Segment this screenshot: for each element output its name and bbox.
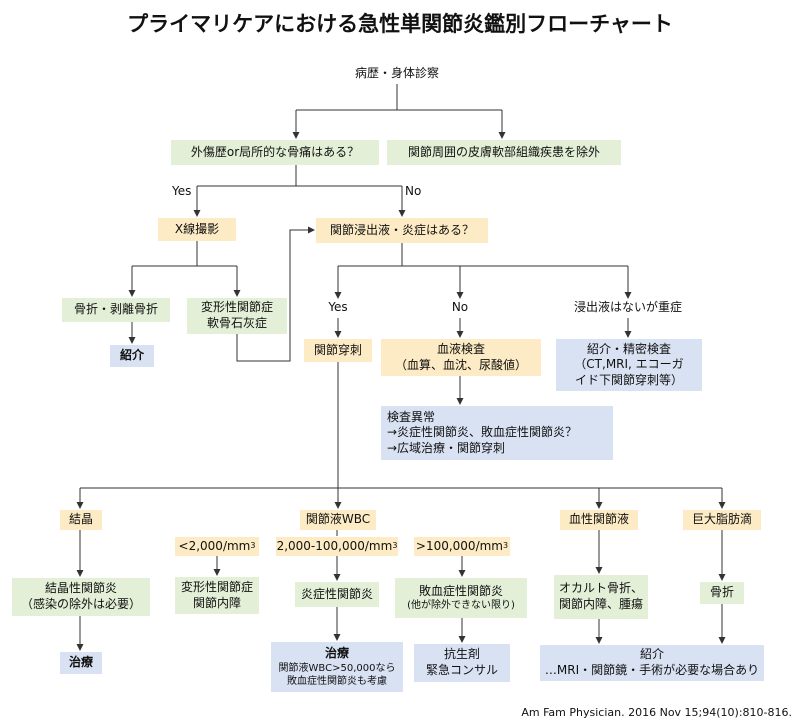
tx-inflam-line-1: 治療	[324, 646, 349, 661]
crystal-node: 結晶	[60, 510, 102, 530]
refer-detail-line-2: （CT,MRI, エコーガ	[574, 357, 684, 372]
refer-final-line-2: …MRI・関節鏡・手術が必要な場合あり	[544, 663, 760, 677]
wbc-high-text: >100,000/mm	[415, 538, 503, 553]
xray-node: X線撮影	[158, 218, 236, 241]
exclude-skin-node: 関節周囲の皮膚軟部組織疾患を除外	[387, 140, 621, 165]
yes-label-1: Yes	[172, 184, 192, 198]
antibiotic-node: 抗生剤 緊急コンサル	[414, 644, 510, 682]
oa-int-line-1: 変形性関節症	[180, 579, 253, 594]
abnormal-line-1: 検査異常	[387, 409, 436, 424]
crystal-treatment-node: 治療	[60, 652, 102, 674]
page-title: プライマリケアにおける急性単関節炎鑑別フローチャート	[127, 12, 673, 36]
septic-line-2: (他が除外できない限り)	[407, 600, 515, 612]
crystal-dx-line-2: （感染の除外は必要）	[20, 597, 141, 611]
blood-test-node: 血液検査 （血算、血沈、尿酸値）	[381, 339, 541, 376]
oa-int-line-2: 関節内障	[192, 595, 241, 610]
refer-detail-line-3: イド下関節穿刺等）	[574, 372, 683, 387]
occult-line-1: オカルト骨折、	[558, 581, 643, 596]
fracture-node: 骨折・剥離骨折	[62, 298, 170, 322]
fat-fracture-node: 骨折	[700, 582, 744, 604]
crystal-arthritis-node: 結晶性関節炎 （感染の除外は必要）	[12, 578, 150, 616]
refer-final-line-1: 紹介	[639, 647, 664, 662]
wbc-mid-text: 2,000-100,000/mm	[276, 538, 393, 553]
no-label-1: No	[405, 184, 422, 198]
no-label-2: No	[451, 300, 469, 315]
trauma-question-node: 外傷歴or局所的な骨痛はある？	[171, 140, 379, 165]
blood-line-1: 血液検査	[436, 341, 485, 356]
tx-inflam-line-2: 関節液WBC>50,000なら	[278, 662, 396, 674]
oa-internal-node: 変形性関節症 関節内障	[175, 577, 259, 614]
refer-detail-line-1: 紹介・精密検査	[586, 341, 671, 356]
blood-line-2: （血算、血沈、尿酸値）	[394, 357, 527, 372]
wbc-low-text: <2,000/mm	[178, 538, 251, 553]
septic-line-1: 敗血症性関節炎	[418, 583, 503, 598]
aspiration-node: 関節穿刺	[304, 339, 372, 362]
abnormal-line-2: →炎症性関節炎、敗血症性関節炎？	[387, 425, 578, 440]
wbc-node: 関節液WBC	[300, 510, 376, 530]
final-refer-node: 紹介 …MRI・関節鏡・手術が必要な場合あり	[540, 645, 764, 681]
hemarthrosis-node: 血性関節液	[560, 510, 638, 530]
inflammatory-arthritis-node: 炎症性関節炎	[295, 582, 379, 607]
refer-node-1: 紹介	[110, 345, 154, 367]
refer-detail-node: 紹介・精密検査 （CT,MRI, エコーガ イド下関節穿刺等）	[556, 339, 702, 391]
antibiotic-line-1: 抗生剤	[443, 647, 480, 662]
wbc-high-exp: 3	[503, 541, 509, 551]
wbc-low-exp: 3	[250, 541, 256, 551]
oa-line-1: 変形性関節症	[200, 300, 273, 315]
oa-chondrocalcinosis-node: 変形性関節症 軟骨石灰症	[187, 298, 287, 334]
septic-arthritis-node: 敗血症性関節炎 (他が除外できない限り)	[395, 578, 527, 618]
start-node: 病歴・身体診察	[354, 66, 439, 81]
wbc-mid-exp: 3	[392, 541, 398, 551]
tx-inflam-line-3: 敗血症性関節炎も考慮	[287, 675, 387, 687]
inflammatory-treatment-node: 治療 関節液WBC>50,000なら 敗血症性関節炎も考慮	[271, 642, 403, 692]
occult-line-2: 関節内障、腫瘍	[558, 597, 643, 611]
citation: Am Fam Physician. 2016 Nov 15;94(10):810…	[521, 706, 792, 719]
occult-fracture-node: オカルト骨折、 関節内障、腫瘍	[554, 575, 648, 619]
crystal-dx-line-1: 結晶性関節炎	[44, 581, 117, 596]
fat-droplet-node: 巨大脂肪滴	[683, 510, 761, 530]
antibiotic-line-2: 緊急コンサル	[425, 663, 498, 677]
effusion-question-node: 関節浸出液・炎症はある？	[316, 218, 488, 243]
abnormal-test-node: 検査異常 →炎症性関節炎、敗血症性関節炎？ →広域治療・関節穿刺	[381, 406, 613, 460]
abnormal-line-3: →広域治療・関節穿刺	[387, 440, 506, 455]
yes-label-2: Yes	[328, 300, 348, 315]
severe-no-effusion-node: 浸出液はないが重症	[573, 300, 682, 315]
oa-line-2: 軟骨石灰症	[206, 316, 267, 330]
